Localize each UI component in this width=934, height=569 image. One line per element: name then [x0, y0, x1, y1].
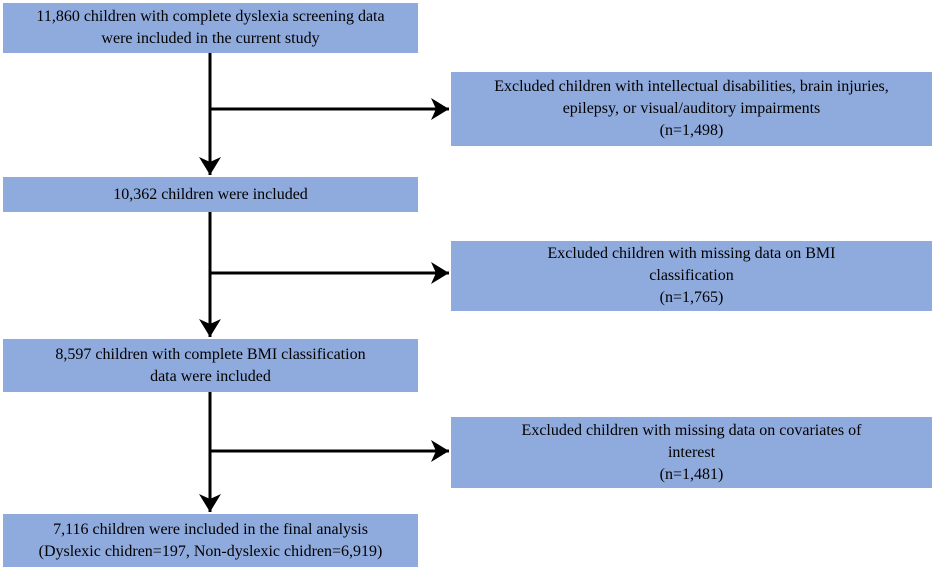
box-line: classification [649, 267, 734, 284]
box-line: Excluded children with missing data on B… [547, 245, 836, 262]
box-line: Excluded children with missing data on c… [521, 421, 862, 439]
box-final-analysis: 7,116 children were included in the fina… [3, 514, 418, 567]
box-line: 7,116 children were included in the fina… [53, 520, 368, 538]
box-count: (n=1,481) [659, 465, 724, 483]
box-count: (n=1,765) [659, 289, 724, 306]
box-line: (Dyslexic chidren=197, Non-dyslexic chid… [38, 542, 383, 560]
box-line: 11,860 children with complete dyslexia s… [36, 8, 385, 25]
box-line: Excluded children with intellectual disa… [494, 78, 889, 95]
box-bmi-complete: 8,597 children with complete BMI classif… [3, 339, 418, 392]
box-line: were included in the current study [101, 30, 320, 47]
box-screening-data: 11,860 children with complete dyslexia s… [3, 3, 418, 53]
box-count: (n=1,498) [659, 122, 724, 139]
box-exclusion-covariates: Excluded children with missing data on c… [451, 417, 932, 488]
box-line: interest [667, 443, 716, 461]
box-exclusion-impairments: Excluded children with intellectual disa… [451, 72, 932, 146]
box-line: 10,362 children were included [113, 185, 308, 203]
box-line: epilepsy, or visual/auditory impairments [562, 100, 821, 117]
box-exclusion-bmi: Excluded children with missing data on B… [451, 241, 932, 311]
box-included-step2: 10,362 children were included [3, 177, 418, 212]
box-line: 8,597 children with complete BMI classif… [55, 345, 366, 363]
box-line: data were included [150, 367, 271, 385]
